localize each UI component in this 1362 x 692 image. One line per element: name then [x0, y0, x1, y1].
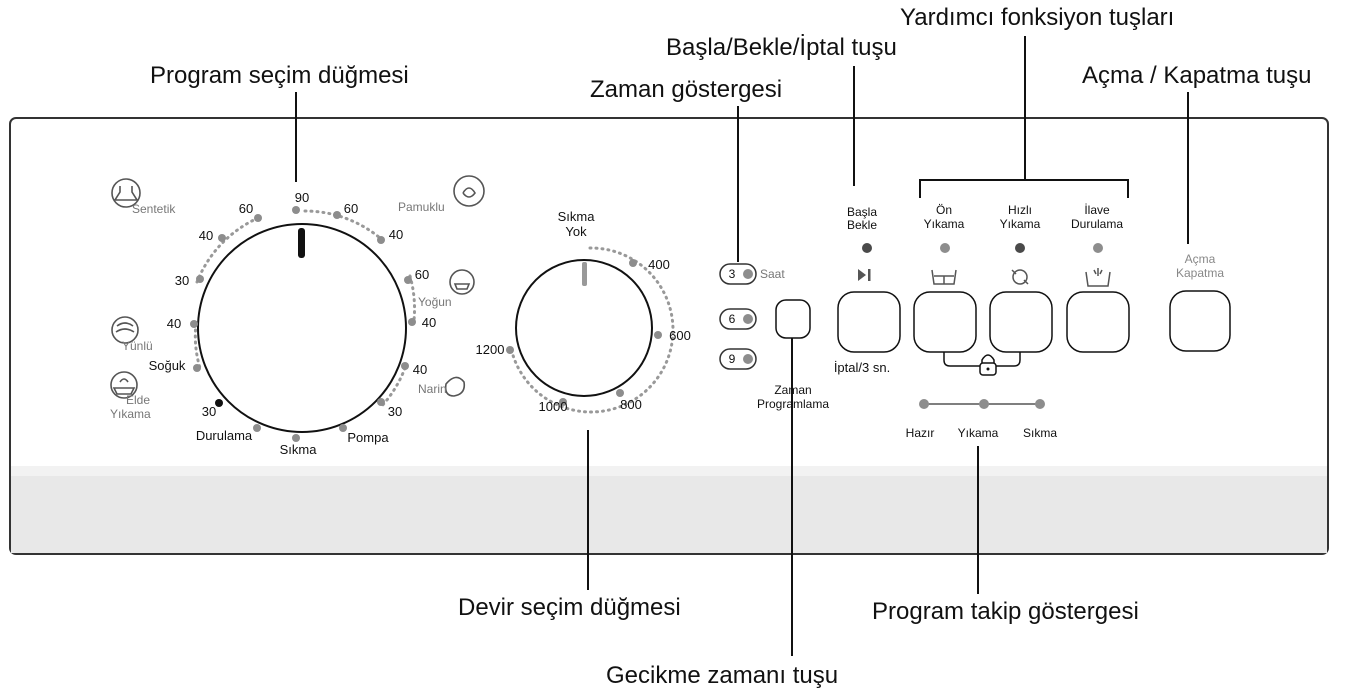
hour-6: 6: [729, 312, 736, 326]
progress-led-spin: [1035, 399, 1045, 409]
temp-narin-40: 40: [413, 362, 427, 377]
temp-yun-40: 40: [167, 316, 181, 331]
callout-aux-functions: Yardımcı fonksiyon tuşları: [900, 4, 1175, 31]
group-elde-line2: Yıkama: [110, 407, 151, 421]
time-indicator: 3 6 9 Saat: [719, 263, 785, 370]
progress-label-spin: Sıkma: [1023, 426, 1057, 440]
led-rinse: [1093, 243, 1103, 253]
progress-led-ready: [919, 399, 929, 409]
prewash-button[interactable]: [913, 291, 977, 353]
hour-3: 3: [729, 267, 736, 281]
temp-yog-60: 60: [415, 267, 429, 282]
led-3h: [743, 269, 753, 279]
spin-1200: 1200: [476, 342, 505, 357]
wool-icon: [111, 316, 139, 344]
hour-unit: Saat: [760, 267, 785, 281]
group-sentetik: Sentetik: [132, 202, 176, 216]
spin-knob[interactable]: [515, 259, 653, 397]
child-lock-icon: [979, 354, 997, 376]
delay-label-line2: Programlama: [757, 397, 829, 411]
temp-sent-40: 40: [199, 228, 213, 243]
spin-600: 600: [669, 328, 691, 343]
start-sub-label: İptal/3 sn.: [834, 360, 890, 375]
label-sikma: Sıkma: [280, 442, 318, 457]
hour-9: 9: [729, 352, 736, 366]
temp-sent-30: 30: [175, 273, 189, 288]
delay-button[interactable]: [775, 299, 811, 339]
callout-time-indicator: Zaman göstergesi: [590, 76, 783, 103]
temp-pam-40: 40: [389, 227, 403, 242]
extra-rinse-button[interactable]: [1066, 291, 1130, 353]
rinse-label-line2: Durulama: [1071, 217, 1123, 231]
group-yogun: Yoğun: [418, 295, 452, 309]
start-label-line1: Başla: [847, 205, 877, 219]
group-elde-line1: Elde: [126, 393, 150, 407]
start-label-line2: Bekle: [847, 218, 877, 232]
extra-rinse-icon: [1085, 268, 1111, 287]
control-panel: [9, 117, 1329, 555]
led-quick: [1015, 243, 1025, 253]
power-button[interactable]: [1169, 290, 1231, 352]
temp-pam-60: 60: [344, 201, 358, 216]
temp-sent-60: 60: [239, 201, 253, 216]
group-pamuklu: Pamuklu: [398, 200, 445, 214]
cotton-icon: [453, 175, 485, 207]
quick-wash-button[interactable]: [989, 291, 1053, 353]
spin-dial[interactable]: Sıkma Yok 400 600 800 1000 1200: [476, 209, 691, 414]
program-dial[interactable]: 90 60 40 30 60 40 60 40 40 Soğuk 30 40 3…: [110, 175, 485, 457]
temp-yog-40: 40: [422, 315, 436, 330]
led-start: [862, 243, 872, 253]
temp-90: 90: [295, 190, 309, 205]
led-9h: [743, 354, 753, 364]
intensive-icon: [449, 269, 475, 295]
group-narin: Narin: [418, 382, 447, 396]
start-pause-button[interactable]: [837, 291, 901, 353]
child-lock-link: [943, 352, 1021, 367]
temp-narin-30: 30: [388, 404, 402, 419]
prewash-tub-icon: [931, 269, 957, 285]
handwash-icon: [110, 371, 138, 399]
callout-power: Açma / Kapatma tuşu: [1082, 62, 1312, 89]
callout-start-pause-cancel: Başla/Bekle/İptal tuşu: [666, 34, 897, 61]
progress-indicator: Hazır Yıkama Sıkma: [906, 399, 1057, 440]
spin-800: 800: [620, 397, 642, 412]
callout-program-knob: Program seçim düğmesi: [150, 62, 409, 89]
spin-top-line2: Yok: [565, 224, 587, 239]
led-prewash: [940, 243, 950, 253]
callout-progress-indicator: Program takip göstergesi: [872, 598, 1139, 625]
callout-spin-knob: Devir seçim düğmesi: [458, 594, 681, 621]
rinse-label-line1: İlave: [1084, 203, 1110, 217]
program-knob[interactable]: [197, 223, 407, 433]
label-durulama: Durulama: [196, 428, 253, 443]
leader-lines: [295, 36, 1189, 656]
power-label-line1: Açma: [1185, 252, 1216, 266]
play-pause-icon: [858, 269, 871, 281]
quick-label-line2: Yıkama: [1000, 217, 1041, 231]
progress-label-wash: Yıkama: [958, 426, 999, 440]
progress-label-ready: Hazır: [906, 426, 935, 440]
quick-label-line1: Hızlı: [1008, 203, 1032, 217]
delay-label-line1: Zaman: [774, 383, 811, 397]
prewash-label-line2: Yıkama: [924, 217, 965, 231]
spin-1000: 1000: [539, 399, 568, 414]
label-pompa: Pompa: [347, 430, 389, 445]
spin-knob-marker: [582, 262, 587, 286]
synthetic-icon: [111, 178, 141, 208]
progress-led-wash: [979, 399, 989, 409]
group-yunlu: Yünlü: [122, 339, 153, 353]
quick-wash-icon: [1011, 269, 1029, 285]
prewash-label-line1: Ön: [936, 203, 952, 217]
program-knob-marker: [298, 228, 305, 258]
spin-400: 400: [648, 257, 670, 272]
spin-top-line1: Sıkma: [558, 209, 596, 224]
callout-delay-button: Gecikme zamanı tuşu: [606, 662, 839, 689]
power-label-line2: Kapatma: [1176, 266, 1224, 280]
temp-soguk: Soğuk: [149, 358, 186, 373]
delicate-icon: [444, 376, 466, 397]
panel-shade: [11, 474, 1327, 553]
temp-elde-30: 30: [202, 404, 216, 419]
led-6h: [743, 314, 753, 324]
